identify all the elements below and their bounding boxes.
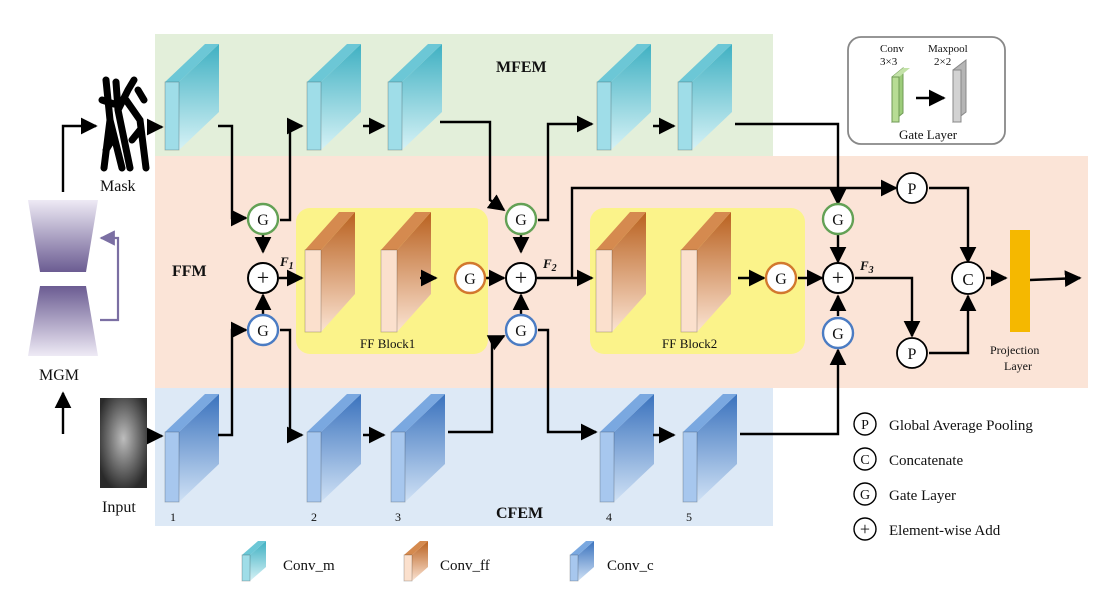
svg-text:C: C bbox=[962, 270, 973, 289]
gate-node-blue-1: G bbox=[246, 313, 280, 347]
projection-layer bbox=[1010, 230, 1030, 332]
layer-number-2: 2 bbox=[311, 510, 317, 524]
svg-text:G: G bbox=[257, 323, 269, 340]
legend-add-text: Element-wise Add bbox=[889, 523, 1001, 539]
svg-text:P: P bbox=[908, 181, 917, 198]
svg-text:C: C bbox=[860, 453, 869, 468]
gate-layer-inset: Conv 3×3 Maxpool 2×2 Gate Layer bbox=[847, 36, 1006, 145]
legend-concat-text: Concatenate bbox=[889, 453, 963, 469]
legend-conv-m: Conv_m bbox=[283, 558, 335, 574]
add-node-1: + bbox=[247, 262, 279, 294]
legend-conv-c: Conv_c bbox=[607, 558, 654, 574]
mgm-skip-arrow bbox=[99, 230, 120, 322]
layer-number-1: 1 bbox=[170, 510, 176, 524]
add-node-3: + bbox=[822, 262, 854, 294]
gate-node-green-3: G bbox=[821, 202, 855, 236]
conv-ff-block-2 bbox=[380, 212, 431, 333]
maxpool-block-icon bbox=[952, 69, 962, 123]
conv-m-block-4 bbox=[596, 44, 651, 151]
add-node-2: + bbox=[505, 262, 537, 294]
conv-ff-legend-icon bbox=[403, 541, 428, 582]
svg-text:+: + bbox=[860, 519, 870, 539]
legend-gate-text: Gate Layer bbox=[889, 488, 956, 504]
conv-c-block-3 bbox=[390, 394, 445, 503]
conv-legend: Conv_m Conv_ff Conv_c bbox=[241, 541, 654, 582]
pool-node-bottom: P bbox=[896, 337, 928, 369]
projection-label-2: Layer bbox=[1004, 359, 1032, 373]
mfem-label: MFEM bbox=[496, 59, 547, 76]
legend-pool-text: Global Average Pooling bbox=[889, 418, 1033, 434]
layer-number-4: 4 bbox=[606, 510, 612, 524]
conv-ff-block-3 bbox=[595, 212, 646, 333]
f3-label: F3 bbox=[859, 258, 874, 276]
svg-text:+: + bbox=[257, 265, 269, 290]
input-image bbox=[100, 398, 147, 488]
legend-conv-ff: Conv_ff bbox=[440, 558, 490, 574]
svg-text:+: + bbox=[832, 265, 844, 290]
svg-text:G: G bbox=[832, 212, 844, 229]
pool-node-top: P bbox=[896, 172, 928, 204]
ff-block2-label: FF Block2 bbox=[662, 336, 717, 351]
conv-c-block-1 bbox=[164, 394, 219, 503]
gate-node-blue-3: G bbox=[821, 316, 855, 350]
svg-text:G: G bbox=[257, 212, 269, 229]
conv-c-legend-icon bbox=[569, 541, 594, 582]
cfem-region bbox=[155, 388, 773, 526]
svg-text:G: G bbox=[464, 271, 476, 288]
symbol-legend: P Global Average Pooling C Concatenate G… bbox=[853, 412, 1033, 541]
concat-node: C bbox=[951, 261, 985, 295]
conv-c-block-4 bbox=[599, 394, 654, 503]
f1-label: F1 bbox=[279, 254, 294, 272]
conv-c-block-5 bbox=[682, 394, 737, 503]
gate-node-green-1: G bbox=[246, 202, 280, 236]
mask-label: Mask bbox=[100, 178, 136, 195]
svg-text:Conv: Conv bbox=[880, 43, 904, 55]
svg-text:+: + bbox=[515, 265, 527, 290]
conv-m-block-3 bbox=[387, 44, 442, 151]
conv-ff-block-1 bbox=[304, 212, 355, 333]
layer-number-5: 5 bbox=[686, 510, 692, 524]
svg-text:P: P bbox=[908, 346, 917, 363]
mfem-region bbox=[155, 34, 773, 156]
mgm-label: MGM bbox=[39, 367, 79, 384]
gate-node-green-2: G bbox=[504, 202, 538, 236]
ffm-label: FFM bbox=[172, 263, 207, 280]
gate-node-orange-2: G bbox=[764, 261, 798, 295]
conv-ff-block-4 bbox=[680, 212, 731, 333]
layer-number-3: 3 bbox=[395, 510, 401, 524]
svg-text:P: P bbox=[861, 418, 869, 433]
svg-text:G: G bbox=[515, 323, 527, 340]
conv-m-legend-icon bbox=[241, 541, 266, 582]
mask-image bbox=[98, 76, 150, 172]
projection-label: Projection bbox=[990, 343, 1039, 357]
svg-text:G: G bbox=[775, 271, 787, 288]
ff-block1-label: FF Block1 bbox=[360, 336, 415, 351]
svg-text:Gate Layer: Gate Layer bbox=[899, 127, 958, 142]
input-label: Input bbox=[102, 499, 136, 516]
svg-text:G: G bbox=[515, 212, 527, 229]
svg-text:2×2: 2×2 bbox=[934, 56, 951, 68]
conv-m-block-2 bbox=[306, 44, 361, 151]
svg-text:G: G bbox=[832, 326, 844, 343]
gate-node-orange-1: G bbox=[453, 261, 487, 295]
gate-node-blue-2: G bbox=[504, 313, 538, 347]
svg-text:Maxpool: Maxpool bbox=[928, 43, 968, 55]
mgm-module bbox=[28, 200, 98, 356]
svg-text:G: G bbox=[860, 488, 870, 503]
svg-text:3×3: 3×3 bbox=[880, 56, 898, 68]
cfem-label: CFEM bbox=[496, 505, 543, 522]
conv-m-block-5 bbox=[677, 44, 732, 151]
conv-c-block-2 bbox=[306, 394, 361, 503]
conv-block-icon bbox=[891, 76, 900, 123]
f2-label: F2 bbox=[542, 256, 557, 274]
conv-m-block-1 bbox=[164, 44, 219, 151]
